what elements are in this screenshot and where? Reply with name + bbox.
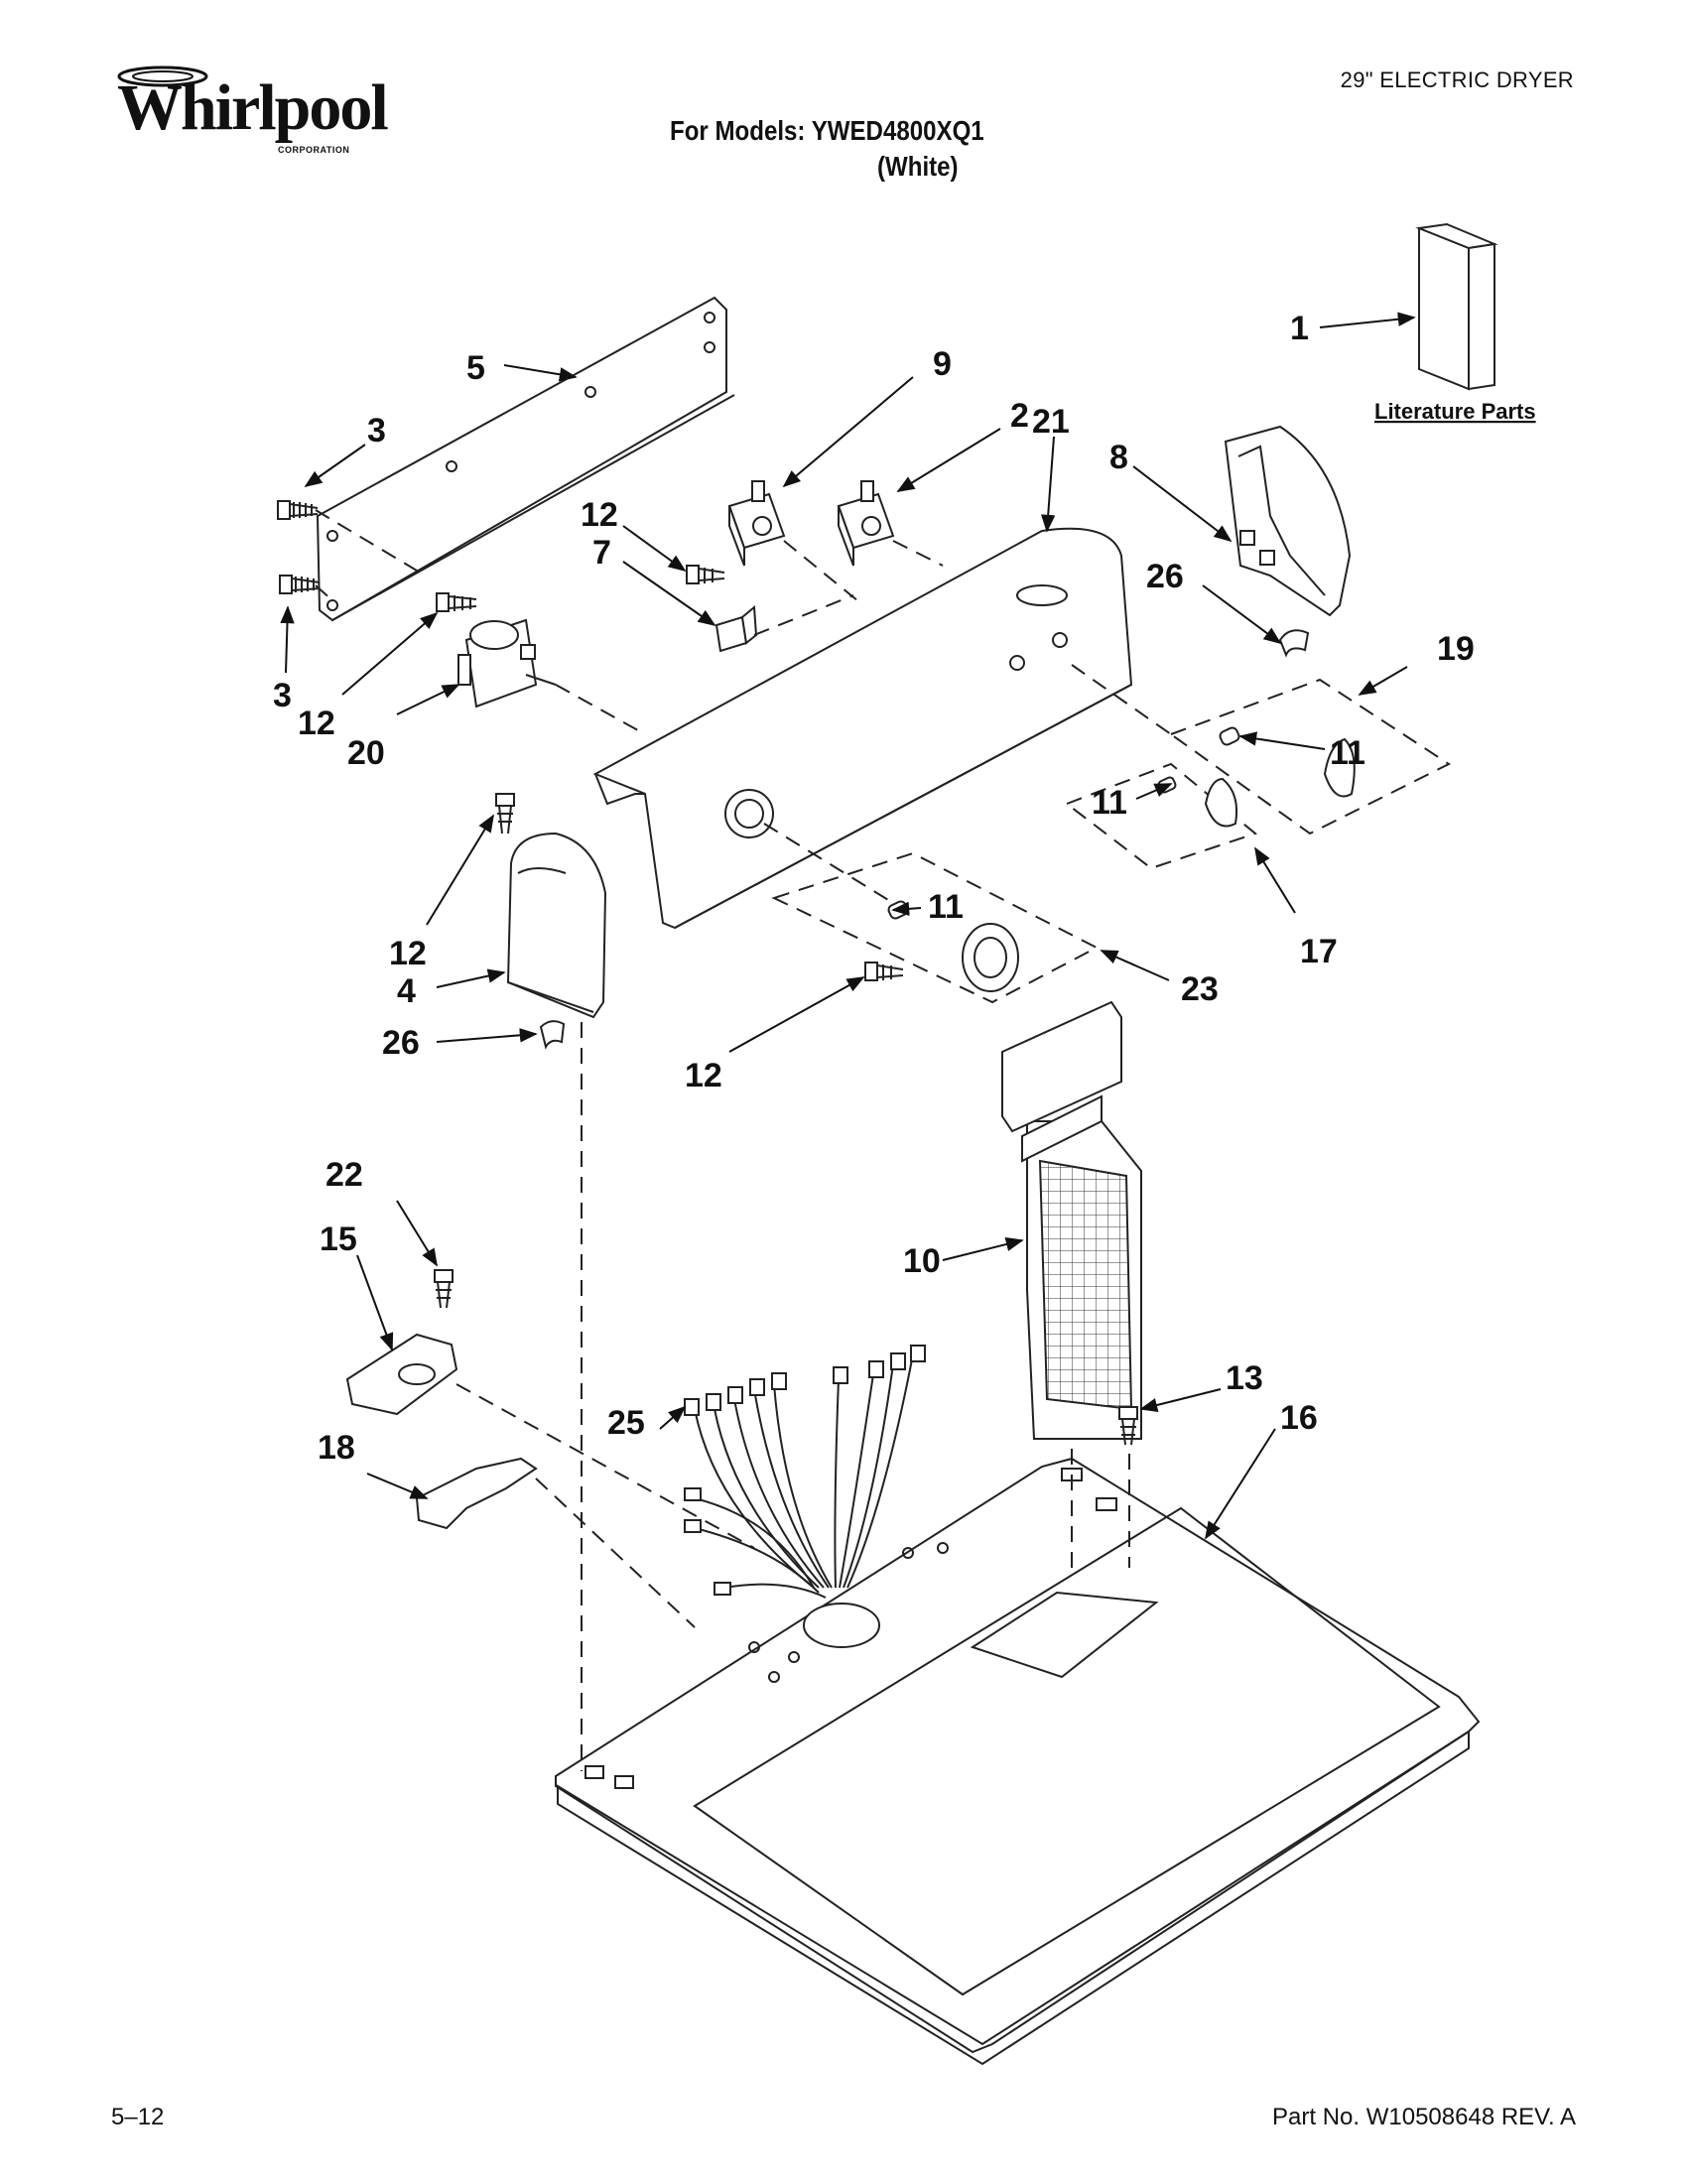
wire-harness bbox=[684, 1345, 926, 1599]
brand-wordmark: Whirlpool bbox=[117, 71, 389, 144]
callout-11-right: 11 bbox=[1330, 734, 1365, 772]
screw-12-endcap bbox=[495, 793, 515, 835]
callout-26-left: 26 bbox=[382, 1024, 420, 1062]
literature-booklet bbox=[1415, 222, 1498, 391]
knob-group-23 bbox=[771, 851, 1100, 1004]
clip-7 bbox=[714, 604, 758, 653]
callout-1: 1 bbox=[1290, 310, 1309, 347]
callout-20: 20 bbox=[347, 734, 385, 772]
callout-11-left: 11 bbox=[928, 888, 964, 926]
callout-2: 2 bbox=[1010, 397, 1029, 435]
callout-16: 16 bbox=[1280, 1399, 1318, 1437]
callout-12-console: 12 bbox=[685, 1057, 722, 1094]
brand-subtitle: CORPORATION bbox=[278, 145, 350, 155]
models-line: For Models: YWED4800XQ1 bbox=[670, 115, 984, 146]
callout-13: 13 bbox=[1226, 1359, 1263, 1397]
screw-22 bbox=[434, 1269, 454, 1309]
top-panel bbox=[555, 1457, 1481, 2066]
callout-26-right: 26 bbox=[1146, 558, 1184, 595]
timer-switch bbox=[457, 618, 557, 708]
screw-12-clip bbox=[686, 565, 725, 584]
callout-23: 23 bbox=[1181, 970, 1219, 1008]
callout-21: 21 bbox=[1032, 403, 1070, 441]
callout-12-endcap: 12 bbox=[389, 935, 427, 972]
callout-3-upper: 3 bbox=[367, 412, 386, 450]
callout-8: 8 bbox=[1109, 439, 1128, 476]
bracket-15 bbox=[345, 1333, 458, 1416]
callout-11-middle: 11 bbox=[1092, 784, 1127, 822]
callout-10: 10 bbox=[903, 1242, 941, 1280]
color-line: (White) bbox=[877, 151, 959, 182]
callout-19: 19 bbox=[1437, 630, 1475, 668]
end-cap-right bbox=[1224, 425, 1352, 617]
callout-5: 5 bbox=[466, 349, 485, 387]
callout-17: 17 bbox=[1300, 933, 1338, 970]
callout-7: 7 bbox=[592, 534, 611, 572]
callout-12-timer: 12 bbox=[298, 705, 335, 742]
page-number: 5–12 bbox=[111, 2104, 165, 2130]
screw-3-lower bbox=[279, 575, 321, 594]
end-cap-left bbox=[506, 832, 607, 1019]
switch-2 bbox=[837, 480, 895, 567]
console-panel bbox=[592, 527, 1133, 930]
clip-26-left bbox=[539, 1020, 566, 1050]
screw-3-upper bbox=[277, 500, 319, 520]
switch-9 bbox=[727, 480, 786, 567]
callout-4: 4 bbox=[397, 972, 416, 1010]
screw-13 bbox=[1118, 1406, 1138, 1446]
callout-9: 9 bbox=[933, 345, 952, 383]
callout-18: 18 bbox=[318, 1429, 355, 1467]
callout-3-lower: 3 bbox=[273, 677, 292, 714]
document-title: 29" ELECTRIC DRYER bbox=[1340, 67, 1574, 92]
shim-18 bbox=[415, 1457, 538, 1530]
knob-group-19 bbox=[1168, 678, 1452, 835]
callout-25: 25 bbox=[607, 1404, 645, 1442]
logo-swirl-icon bbox=[117, 65, 208, 87]
brand-logo: Whirlpool CORPORATION bbox=[111, 55, 389, 164]
callout-15: 15 bbox=[320, 1220, 357, 1258]
lint-screen bbox=[1001, 1000, 1142, 1440]
callout-22: 22 bbox=[325, 1156, 363, 1194]
literature-parts-label: Literature Parts bbox=[1374, 399, 1536, 424]
rear-panel bbox=[316, 296, 735, 622]
part-number: Part No. W10508648 REV. A bbox=[1272, 2104, 1576, 2130]
screw-12-timer bbox=[436, 592, 477, 612]
screw-12-console bbox=[864, 962, 904, 981]
callout-12-clip: 12 bbox=[581, 496, 618, 534]
clip-26-right bbox=[1278, 629, 1310, 658]
